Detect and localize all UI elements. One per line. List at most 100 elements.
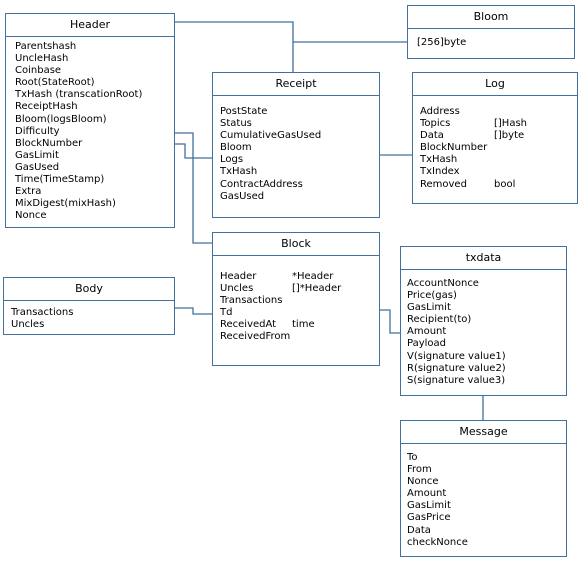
log-field-name: Address [420, 106, 460, 117]
log-field-name: Data [420, 130, 444, 142]
block-field: Td [220, 307, 379, 319]
log-field: Address [420, 106, 577, 118]
receipt-field: CumulativeGasUsed [220, 130, 322, 142]
receipt-field: TxHash [220, 166, 258, 178]
connector-body-block [175, 307, 212, 315]
block-field-name: Header [220, 271, 257, 282]
header-field: MixDigest(mixHash) [15, 198, 116, 210]
log-field: TxIndex [420, 166, 577, 178]
txdata-title: txdata [401, 247, 566, 270]
bloom-fields: [256]byte [408, 29, 574, 49]
txdata-field: R(signature value2) [407, 362, 506, 374]
message-fields: To From Nonce Amount GasLimit GasPrice D… [401, 444, 566, 549]
log-title: Log [413, 73, 577, 96]
txdata-field: AccountNonce [407, 278, 479, 289]
message-box: Message To From Nonce Amount GasLimit Ga… [400, 420, 567, 557]
message-field: Data [407, 524, 431, 536]
block-field-name: ReceivedAt [220, 319, 277, 331]
txdata-field: Price(gas) [407, 290, 457, 302]
header-field: Time(TimeStamp) [15, 174, 105, 186]
txdata-field: Payload [407, 338, 446, 350]
block-fields: Header *Header Uncles []*Header Transactio… [213, 256, 379, 344]
message-field: From [407, 464, 432, 476]
log-field-name: TxIndex [420, 166, 460, 178]
bloom-box: Bloom [256]byte [407, 5, 575, 59]
log-field-type: []byte [494, 130, 525, 142]
receipt-fields: PostState Status CumulativeGasUsed Bloom… [213, 96, 379, 203]
receipt-title: Receipt [213, 73, 379, 96]
connector-header-bloom [175, 21, 407, 43]
block-field-name: Transactions [220, 295, 283, 307]
log-field: BlockNumber [420, 142, 577, 154]
block-field-type: []*Header [292, 283, 342, 295]
log-fields: Address Topics []Hash Data []byte BlockNum… [413, 96, 577, 191]
bloom-title: Bloom [408, 6, 574, 29]
txdata-field: S(signature value3) [407, 374, 506, 386]
txdata-field: GasLimit [407, 302, 451, 314]
header-field: Bloom(logsBloom) [15, 113, 107, 125]
header-field: Parentshash [15, 41, 77, 52]
connector-header-receipt [175, 143, 212, 159]
txdata-field: Recipient(to) [407, 314, 472, 326]
body-box: Body Transactions Uncles [3, 277, 175, 335]
receipt-field: Status [220, 118, 252, 130]
message-field: To [407, 452, 418, 463]
log-field: Data []byte [420, 130, 577, 142]
receipt-field: GasUsed [220, 190, 265, 202]
message-field: GasPrice [407, 512, 451, 524]
receipt-field: Logs [220, 154, 244, 166]
header-fields: Parentshash UncleHash Coinbase Root(Stat… [6, 37, 174, 222]
block-field: Header *Header [220, 271, 379, 283]
header-title: Header [6, 14, 174, 37]
header-field: Difficulty [15, 125, 60, 137]
log-field-name: BlockNumber [420, 142, 488, 154]
block-title: Block [213, 233, 379, 256]
txdata-box: txdata AccountNonce Price(gas) GasLimit … [400, 246, 567, 396]
block-field-type: time [292, 319, 315, 331]
txdata-field: V(signature value1) [407, 350, 506, 362]
log-field-name: TxHash [420, 154, 458, 166]
message-field: Amount [407, 488, 447, 500]
block-box: Block Header *Header Uncles []*Header Tran… [212, 232, 380, 366]
log-box: Log Address Topics []Hash Data []byte Bloc… [412, 72, 578, 204]
log-field-type: bool [494, 178, 516, 190]
receipt-field: ContractAddress [220, 178, 303, 190]
body-fields: Transactions Uncles [4, 301, 174, 331]
header-box: Header Parentshash UncleHash Coinbase Ro… [5, 13, 175, 228]
connector-header-block [175, 132, 212, 244]
block-field: Transactions [220, 295, 379, 307]
body-title: Body [4, 278, 174, 301]
header-field: GasUsed [15, 161, 60, 173]
body-field: Uncles [11, 319, 45, 331]
txdata-fields: AccountNonce Price(gas) GasLimit Recipie… [401, 270, 566, 387]
message-title: Message [401, 421, 566, 444]
header-field: GasLimit [15, 149, 59, 161]
block-field-type: *Header [292, 271, 334, 282]
receipt-field: Bloom [220, 142, 252, 154]
header-field: Root(StateRoot) [15, 77, 95, 89]
txdata-field: Amount [407, 326, 447, 338]
message-field: checkNonce [407, 536, 468, 548]
log-field-type: []Hash [494, 118, 527, 130]
header-field: Coinbase [15, 65, 62, 77]
log-field: TxHash [420, 154, 577, 166]
message-field: GasLimit [407, 500, 451, 512]
connector-block-txdata [380, 309, 400, 334]
header-field: BlockNumber [15, 137, 83, 149]
message-field: Nonce [407, 476, 439, 488]
block-field-name: Td [220, 307, 233, 319]
log-field-name: Topics [420, 118, 451, 130]
body-field: Transactions [11, 307, 74, 318]
header-field: Extra [15, 186, 42, 198]
header-field: ReceiptHash [15, 101, 78, 113]
header-field: UncleHash [15, 53, 69, 65]
header-field: TxHash (transcationRoot) [15, 89, 143, 101]
log-field-name: Removed [420, 178, 467, 190]
log-field: Removed bool [420, 179, 577, 191]
log-field: Topics []Hash [420, 118, 577, 130]
bloom-field: [256]byte [417, 37, 467, 48]
block-field: Uncles []*Header [220, 283, 379, 295]
block-field-name: ReceivedFrom [220, 331, 291, 343]
block-field-name: Uncles [220, 283, 254, 295]
